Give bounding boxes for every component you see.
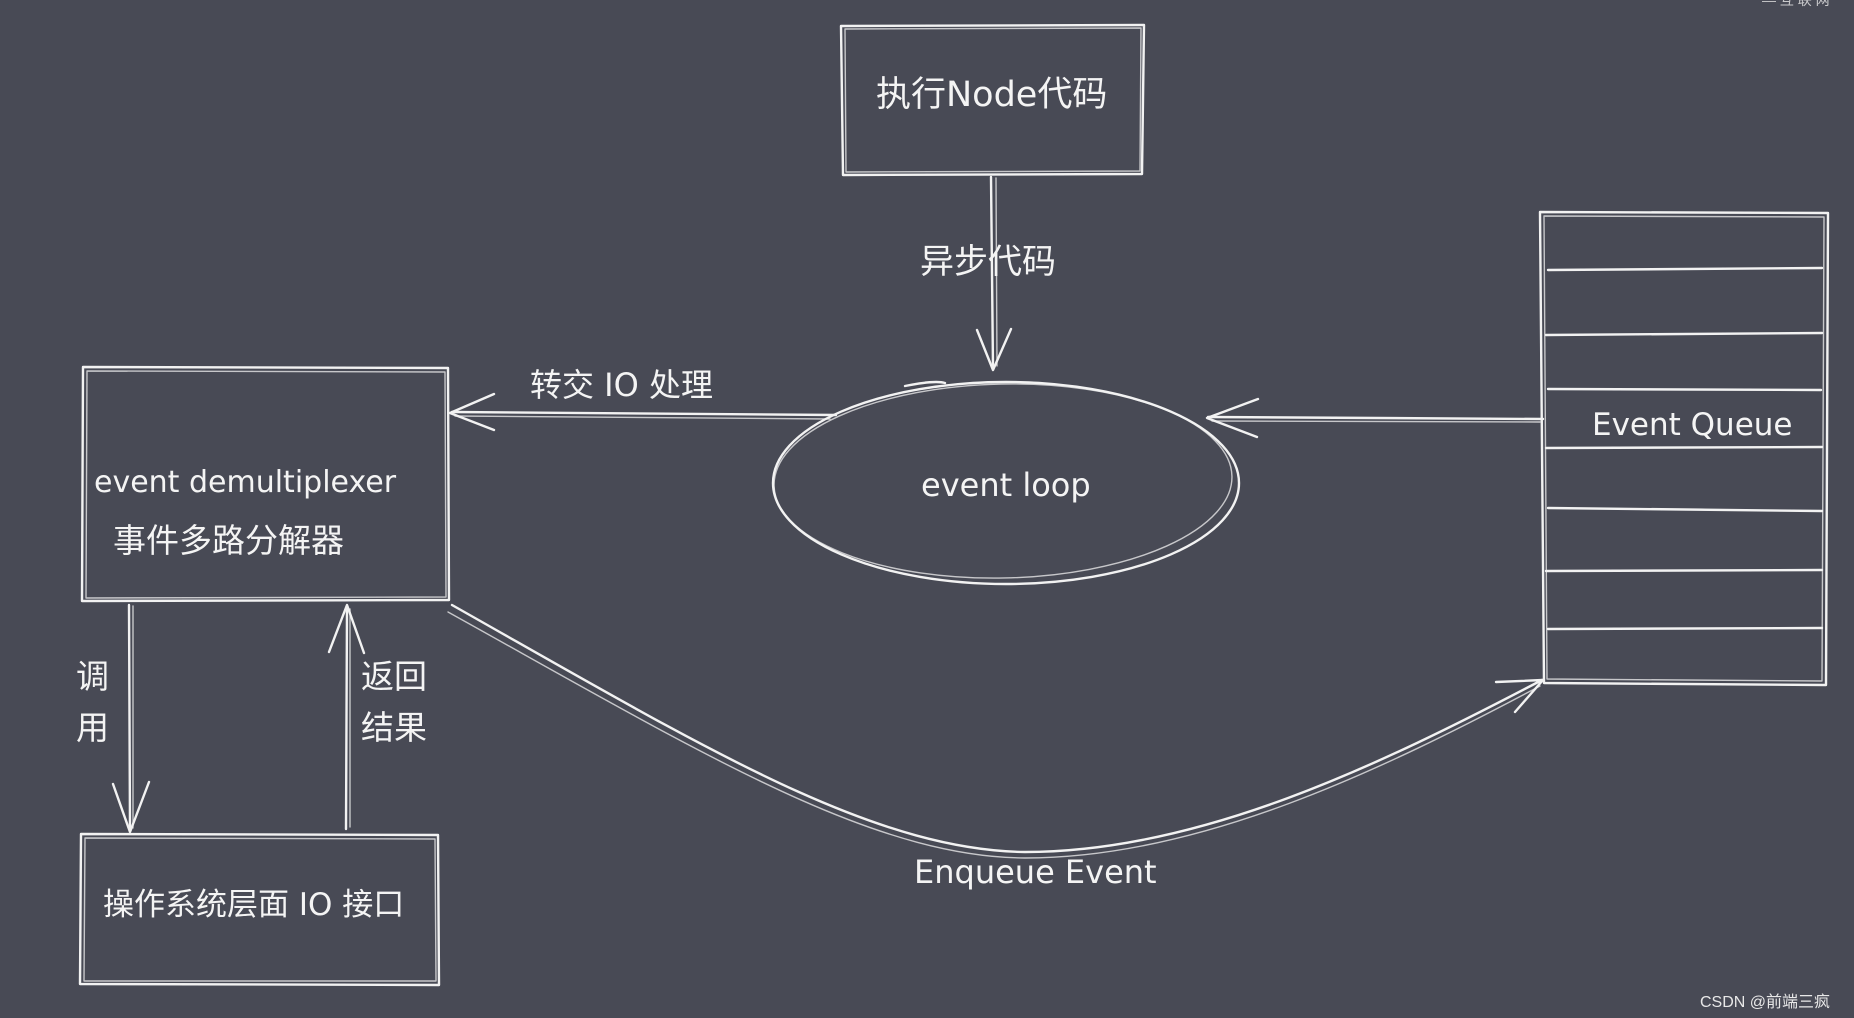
return-result-line-2: 结果 bbox=[361, 708, 427, 748]
event-queue-label: Event Queue bbox=[1592, 407, 1793, 443]
call-label-char-2: 用 bbox=[76, 708, 109, 748]
arrow-call bbox=[111, 603, 151, 834]
execute-node-label: 执行Node代码 bbox=[876, 75, 1108, 115]
os-io-interface-label: 操作系统层面 IO 接口 bbox=[103, 887, 405, 923]
handover-io-label: 转交 IO 处理 bbox=[530, 366, 713, 404]
arrow-async-code bbox=[975, 175, 1013, 372]
async-code-label: 异步代码 bbox=[920, 242, 1056, 282]
box-execute-node bbox=[839, 23, 1146, 177]
ellipse-event-loop bbox=[771, 380, 1241, 586]
event-demultiplexer-zh-label: 事件多路分解器 bbox=[113, 521, 344, 560]
arrow-queue-to-loop bbox=[1205, 397, 1545, 439]
arrow-return-result bbox=[327, 603, 366, 831]
call-label: 调 用 bbox=[76, 651, 109, 753]
box-event-queue bbox=[1538, 210, 1830, 687]
arrow-enqueue-event bbox=[447, 603, 1545, 859]
box-os-io-interface bbox=[78, 832, 441, 987]
watermark-top-right: — 互 联 网 bbox=[1762, 0, 1830, 8]
event-demultiplexer-label: event demultiplexer bbox=[94, 465, 397, 500]
enqueue-event-label: Enqueue Event bbox=[914, 853, 1157, 891]
call-label-char-1: 调 bbox=[76, 657, 109, 696]
watermark-csdn: CSDN @前端三疯 bbox=[1700, 994, 1831, 1011]
return-result-label: 返回 结果 bbox=[361, 651, 427, 753]
arrow-handover-io bbox=[448, 392, 838, 432]
event-loop-label: event loop bbox=[921, 466, 1091, 504]
return-result-line-1: 返回 bbox=[361, 657, 427, 696]
box-event-demultiplexer bbox=[80, 365, 451, 603]
